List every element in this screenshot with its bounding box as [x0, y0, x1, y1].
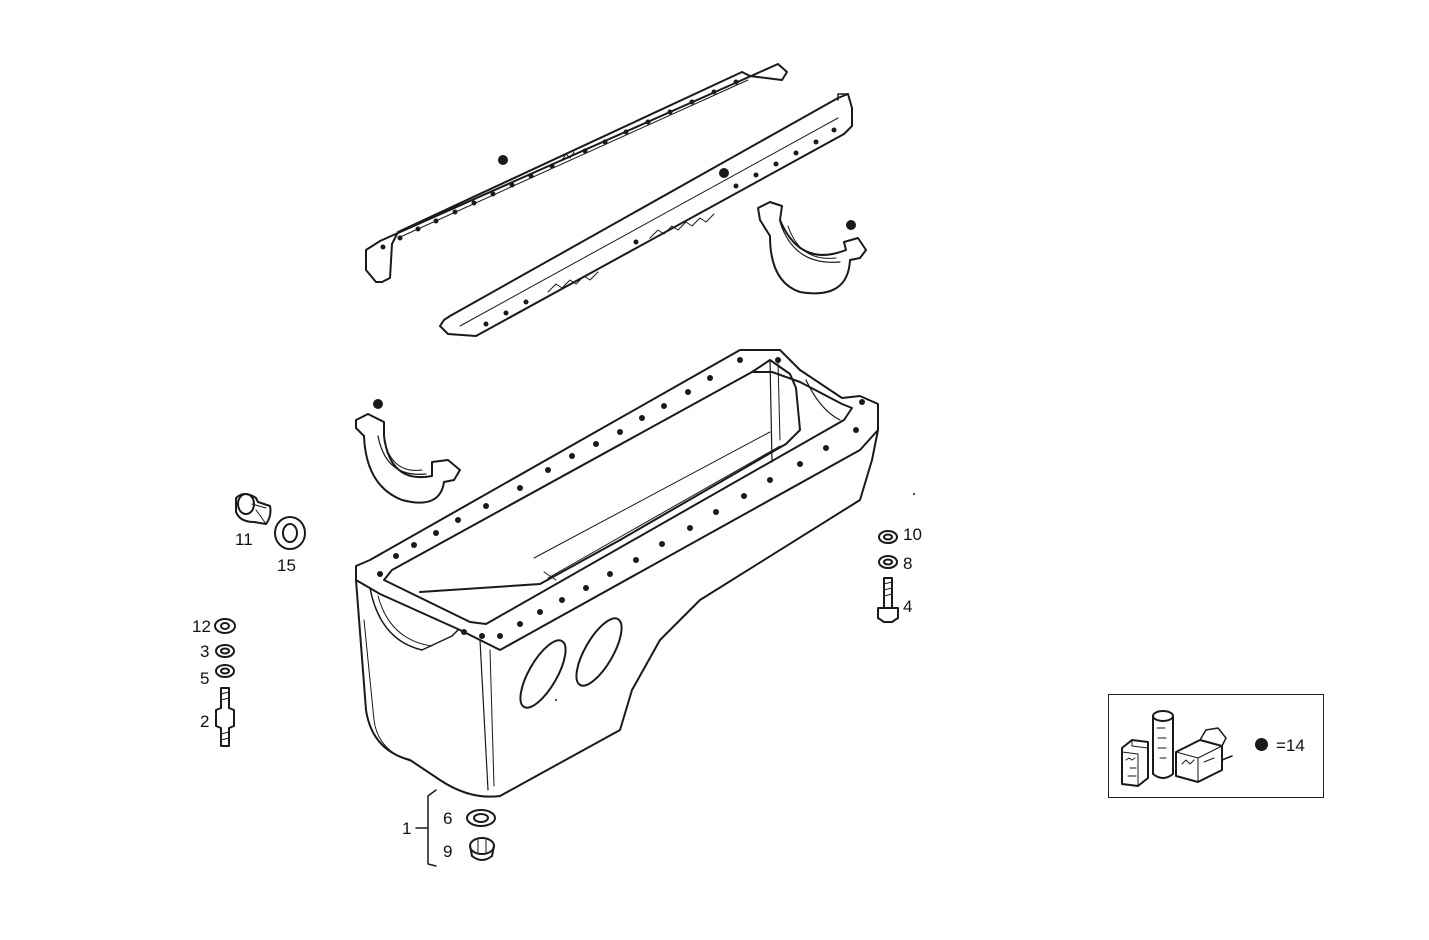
- kit-marker-dot: [846, 220, 856, 230]
- callout-12: 12: [192, 617, 211, 636]
- nut-part-12: [214, 618, 236, 634]
- washer-part-6: [466, 809, 496, 827]
- kit-marker-dot: [373, 399, 383, 409]
- washer-part-5: [215, 664, 235, 678]
- callout-1: 1: [402, 819, 412, 838]
- callout-10: 10: [903, 525, 922, 544]
- callout-9: 9: [443, 842, 453, 861]
- callout-3: 3: [200, 642, 210, 661]
- washer-part-15: [274, 516, 306, 550]
- callout-15: 15: [277, 556, 296, 575]
- callout-8: 8: [903, 554, 913, 573]
- oil-pan: [355, 349, 879, 798]
- kit-marker-dot: [498, 155, 508, 165]
- gasket-strip-lower: [439, 93, 853, 337]
- washer-part-8: [878, 555, 898, 569]
- seal-half-ring-left: [355, 413, 461, 504]
- callout-11: 11: [235, 530, 253, 549]
- drain-plug-part-9: [469, 837, 495, 861]
- gasket-strip-upper: [365, 63, 788, 283]
- washer-part-3: [215, 644, 235, 658]
- assembly-bracket-part-1: [415, 789, 437, 867]
- sealant-kit-illustration: [1121, 710, 1233, 787]
- callout-2: 2: [200, 712, 210, 731]
- washer-part-10: [878, 530, 898, 544]
- stud-part-2: [215, 687, 235, 747]
- legend-label: =14: [1276, 736, 1305, 755]
- kit-marker-dot: [719, 168, 729, 178]
- bolt-part-4: [877, 577, 899, 623]
- callout-4: 4: [903, 597, 913, 616]
- callout-5: 5: [200, 669, 210, 688]
- callout-6: 6: [443, 809, 453, 828]
- sealant-kit-legend-box: [1108, 694, 1324, 798]
- drain-plug-part-11: [235, 493, 272, 525]
- seal-half-ring-right: [757, 201, 867, 295]
- legend-dot: [1255, 738, 1268, 751]
